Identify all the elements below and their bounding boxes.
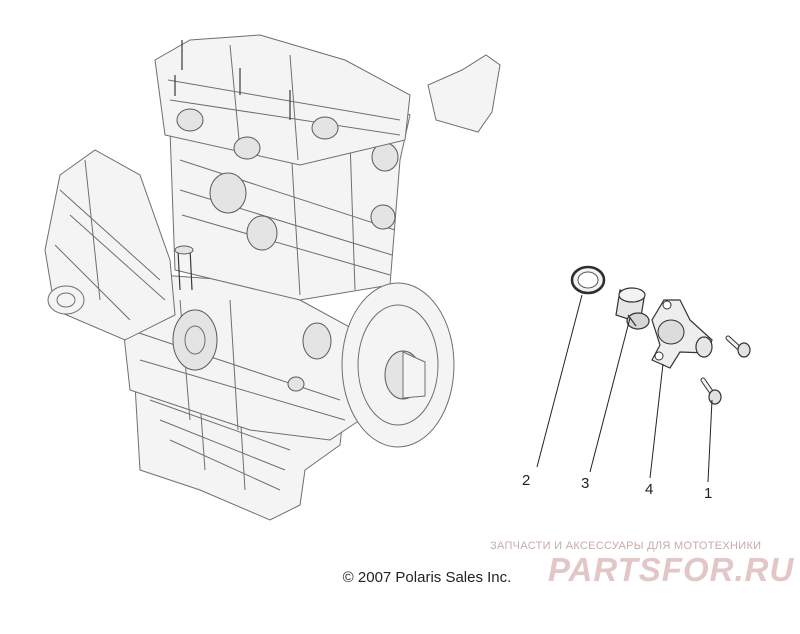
engine-assembly <box>44 34 501 521</box>
thermostat-housing-part <box>651 299 713 369</box>
callout-3: 3 <box>581 475 589 492</box>
bolt-lower-part <box>700 377 722 405</box>
copyright-notice: © 2007 Polaris Sales Inc. <box>342 569 512 586</box>
callout-1: 1 <box>704 485 712 502</box>
watermark-logo: PARTSFOR.RU <box>548 551 795 588</box>
bolt-upper-part <box>725 335 751 358</box>
leader-lines <box>536 294 713 483</box>
seal-ring-part <box>570 265 606 295</box>
leader-line-2 <box>536 294 583 468</box>
leader-line-3 <box>589 317 631 473</box>
callout-2: 2 <box>522 472 530 489</box>
leader-line-4 <box>649 363 664 479</box>
leader-line-1 <box>707 399 713 483</box>
watermark-tagline: ЗАПЧАСТИ И АКСЕССУАРЫ ДЛЯ МОТОТЕХНИКИ <box>490 540 762 552</box>
thermostat-part <box>615 287 650 330</box>
callout-4: 4 <box>645 481 653 498</box>
